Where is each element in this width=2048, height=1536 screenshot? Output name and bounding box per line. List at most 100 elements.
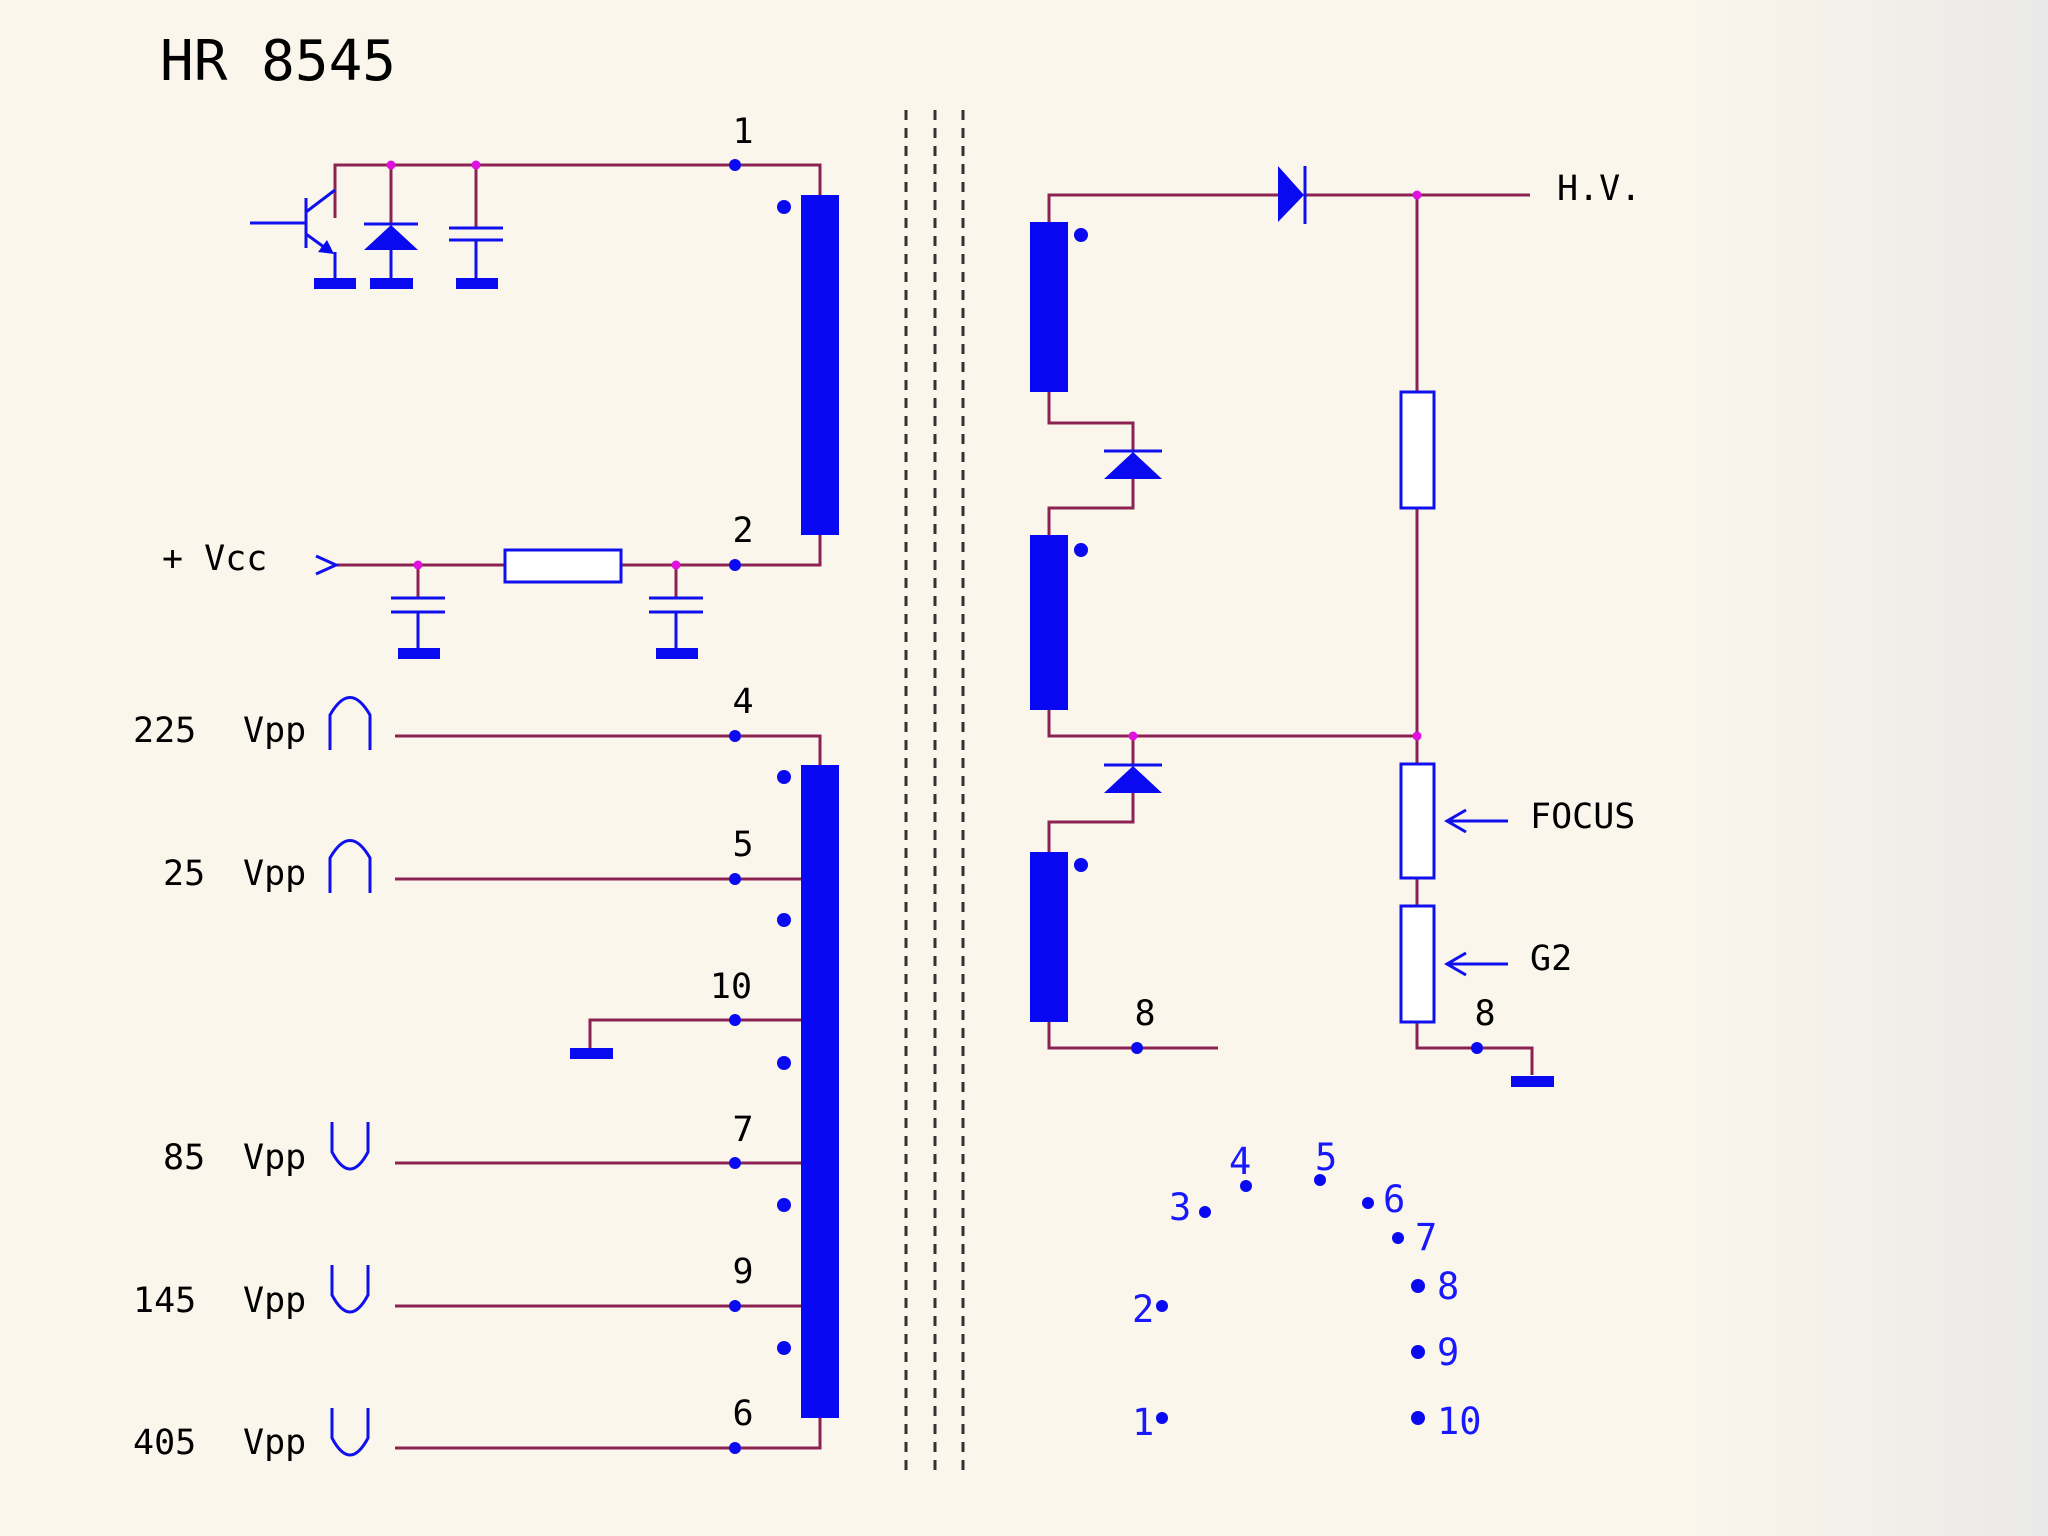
negative-pulse-icon xyxy=(330,1122,370,1171)
ground-symbol xyxy=(570,1048,613,1059)
socket-pin-dot xyxy=(1411,1279,1425,1293)
bottom-left-wire xyxy=(1047,1022,1218,1050)
pin-8-right-label: 8 xyxy=(1474,994,1495,1034)
winding-polarity-dot xyxy=(777,913,791,927)
transformer-core xyxy=(904,110,965,1470)
filter-capacitor-right xyxy=(649,596,703,659)
junction-dot xyxy=(1128,731,1138,741)
ground-symbol xyxy=(370,278,413,289)
vcc-input-arrow xyxy=(315,554,340,576)
socket-pin-dot xyxy=(1362,1197,1374,1209)
winding-polarity-dot xyxy=(777,200,791,214)
socket-pin-dot xyxy=(1314,1174,1326,1186)
negative-pulse-icon xyxy=(330,1408,370,1457)
positive-pulse-icon xyxy=(328,839,372,893)
junction-dot xyxy=(471,160,481,170)
pin-marker xyxy=(729,1442,741,1454)
damper-diode-symbol xyxy=(364,222,418,289)
pin6-wire xyxy=(395,1418,822,1450)
pin-9-label: 9 xyxy=(732,1252,753,1292)
junction-dot xyxy=(1412,190,1422,200)
cascade-diode-symbol xyxy=(1104,763,1162,793)
winding-polarity-dot xyxy=(1074,858,1088,872)
g2-label: G2 xyxy=(1530,939,1572,979)
socket-pin-1-label: 1 xyxy=(1132,1401,1154,1444)
focus-label: FOCUS xyxy=(1530,797,1635,837)
output-voltage-label: 405 xyxy=(133,1423,196,1463)
output-voltage-label: 225 xyxy=(133,711,196,751)
g2-potentiometer xyxy=(1399,904,1436,1024)
g2-wiper-arrow xyxy=(1444,951,1508,977)
filter-capacitor-left xyxy=(391,596,445,659)
socket-pin-dot xyxy=(1411,1411,1425,1425)
socket-pin-dot xyxy=(1199,1206,1211,1218)
diode2-anode-wire xyxy=(1047,793,1135,852)
pin-4-label: 4 xyxy=(732,682,753,722)
pin-marker xyxy=(729,559,741,571)
output-unit-label: Vpp xyxy=(243,854,306,894)
auxiliary-coil xyxy=(801,765,839,1418)
output-voltage-label: 85 xyxy=(163,1138,205,1178)
hv-coil-segment xyxy=(1030,852,1068,1022)
pin-10-label: 10 xyxy=(710,967,752,1007)
ground-symbol xyxy=(398,648,440,659)
ground-symbol xyxy=(1511,1076,1554,1087)
socket-pin-7-label: 7 xyxy=(1415,1216,1437,1259)
socket-pin-dot xyxy=(1156,1412,1168,1424)
series-resistor xyxy=(503,548,623,584)
positive-pulse-icon xyxy=(328,696,372,750)
output-unit-label: Vpp xyxy=(243,1138,306,1178)
socket-pin-10-label: 10 xyxy=(1437,1400,1482,1443)
pin-8-left-label: 8 xyxy=(1134,994,1155,1034)
capacitor-symbol xyxy=(449,226,503,289)
winding-polarity-dot xyxy=(777,1341,791,1355)
pin-marker xyxy=(1131,1042,1143,1054)
pin-marker xyxy=(729,1157,741,1169)
socket-pin-dot xyxy=(1392,1232,1404,1244)
socket-pin-dot xyxy=(1240,1180,1252,1192)
junction-dot xyxy=(1412,731,1422,741)
pin1-bus-wire xyxy=(333,163,822,218)
vcc-label: + Vcc xyxy=(162,539,267,579)
pin-marker xyxy=(729,1300,741,1312)
diode1-anode-wire xyxy=(1047,392,1135,452)
pin-6-label: 6 xyxy=(732,1394,753,1434)
winding-polarity-dot xyxy=(777,1056,791,1070)
auxiliary-windings: 4 5 10 7 9 6 225 Vpp 25 Vpp 85 Vpp 145 V… xyxy=(133,682,839,1463)
pin-marker xyxy=(729,873,741,885)
secondary-circuit: H.V. FOCUS G2 8 8 xyxy=(1030,166,1641,1087)
socket-pin-3-label: 3 xyxy=(1169,1186,1191,1229)
pin-7-label: 7 xyxy=(732,1110,753,1150)
schematic-title: HR 8545 xyxy=(160,29,396,94)
focus-potentiometer xyxy=(1399,762,1436,880)
winding-polarity-dot xyxy=(1074,543,1088,557)
pin-marker xyxy=(729,730,741,742)
hv-diode-symbol xyxy=(1278,166,1307,224)
socket-pin-4-label: 4 xyxy=(1229,1140,1251,1183)
hv-coil-segment xyxy=(1030,535,1068,710)
socket-pinout: 1 2 3 4 5 6 7 8 9 10 xyxy=(1132,1136,1482,1444)
winding-polarity-dot xyxy=(777,770,791,784)
negative-pulse-icon xyxy=(330,1265,370,1314)
output-unit-label: Vpp xyxy=(243,711,306,751)
output-unit-label: Vpp xyxy=(243,1423,306,1463)
hv-top-wire xyxy=(1047,193,1282,222)
socket-pin-5-label: 5 xyxy=(1315,1136,1337,1179)
winding-polarity-dot xyxy=(777,1198,791,1212)
socket-pin-dot xyxy=(1156,1300,1168,1312)
socket-pin-6-label: 6 xyxy=(1383,1178,1405,1221)
pin-5-label: 5 xyxy=(732,825,753,865)
pin-2-label: 2 xyxy=(732,511,753,551)
ground-symbol xyxy=(656,648,698,659)
socket-pin-dot xyxy=(1411,1345,1425,1359)
transistor-symbol xyxy=(250,188,356,289)
primary-top-circuit: + Vcc 1 2 xyxy=(162,112,839,659)
pin10-wire xyxy=(588,1018,820,1050)
output-unit-label: Vpp xyxy=(243,1281,306,1321)
socket-pin-9-label: 9 xyxy=(1437,1331,1459,1374)
socket-pin-8-label: 8 xyxy=(1437,1265,1459,1308)
diode1-cathode-wire xyxy=(1047,478,1135,535)
pin-marker xyxy=(729,1014,741,1026)
hv-label: H.V. xyxy=(1557,169,1641,209)
